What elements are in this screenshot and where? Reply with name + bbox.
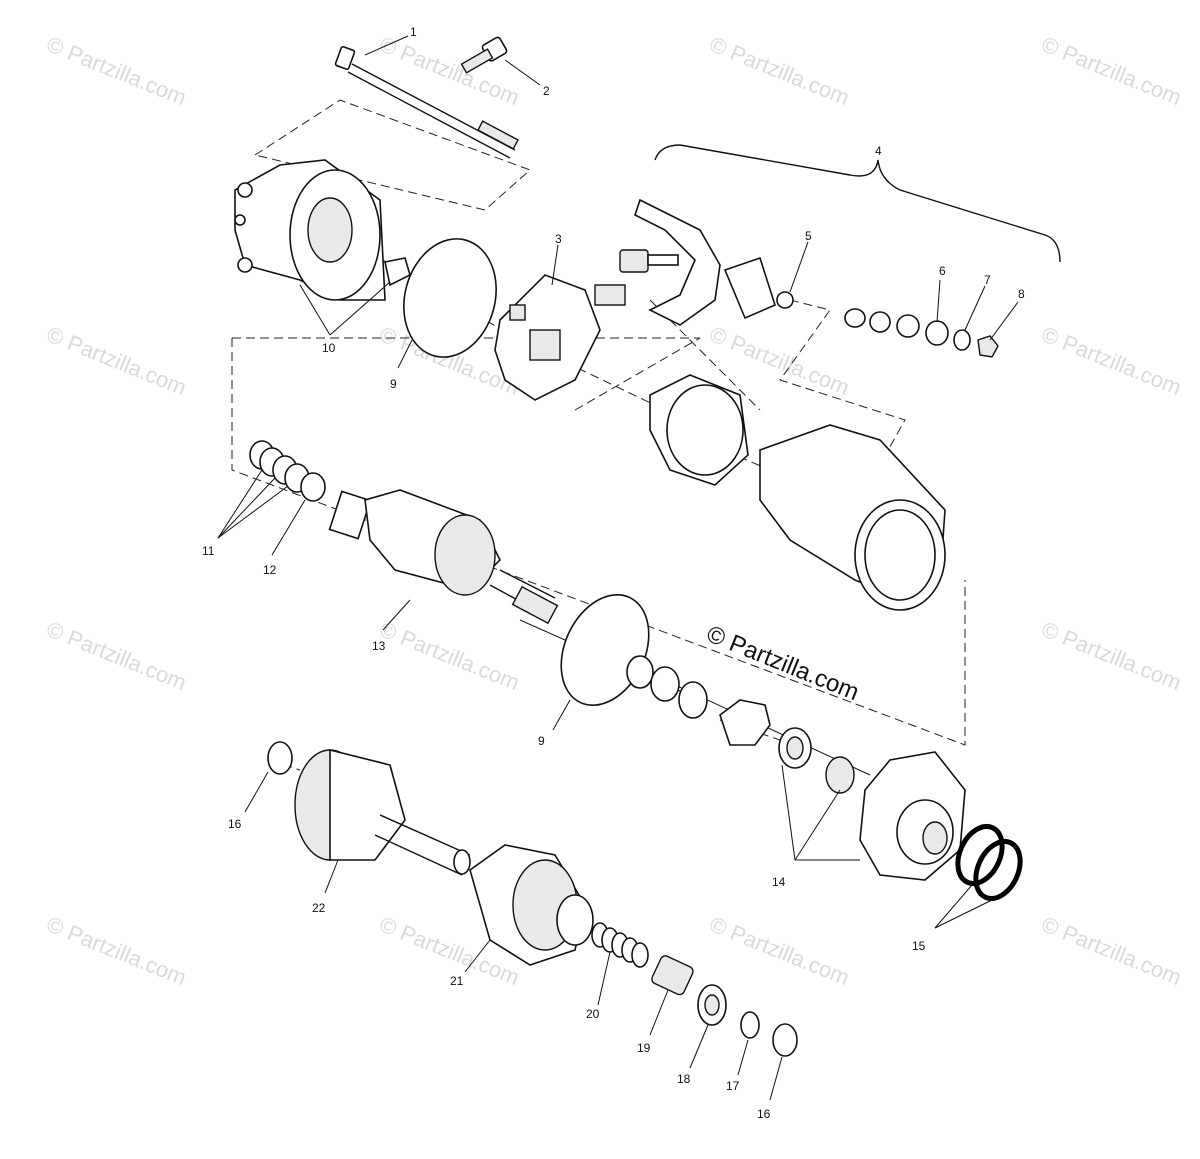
small-o-ring xyxy=(776,291,794,309)
callout-4: 4 xyxy=(875,144,882,158)
brush-holder-plate xyxy=(494,274,601,401)
callout-14: 14 xyxy=(772,875,786,889)
kit-bracket xyxy=(654,144,1061,263)
bushing xyxy=(651,955,694,996)
center-watermark: © Partzilla.com xyxy=(703,621,863,707)
callout-5: 5 xyxy=(805,229,812,243)
front-end-cover xyxy=(859,751,966,881)
callout-16-left: 16 xyxy=(228,817,242,831)
watermark-text: © Partzilla.com xyxy=(43,616,190,695)
callout-9-upper: 9 xyxy=(390,377,397,391)
callout-19: 19 xyxy=(637,1041,651,1055)
brush-holder-sleeve xyxy=(649,374,749,486)
callout-22: 22 xyxy=(312,901,326,915)
callout-3: 3 xyxy=(555,232,562,246)
watermark-text: © Partzilla.com xyxy=(1038,31,1185,110)
o-ring-lower xyxy=(560,593,650,707)
callout-16-right: 16 xyxy=(757,1107,771,1121)
clutch-gear xyxy=(469,844,594,966)
callout-7: 7 xyxy=(984,273,991,287)
callout-1: 1 xyxy=(410,25,417,39)
callout-13: 13 xyxy=(372,639,386,653)
through-bolt xyxy=(334,45,519,159)
watermark-text: © Partzilla.com xyxy=(1038,911,1185,990)
armature xyxy=(328,489,559,625)
callout-8: 8 xyxy=(1018,287,1025,301)
callout-21: 21 xyxy=(450,974,464,988)
rear-end-cover xyxy=(234,159,411,301)
o-ring-15a xyxy=(955,824,1005,886)
bearings xyxy=(778,727,855,794)
washer-stack xyxy=(844,308,999,358)
thrust-washer-right xyxy=(772,1023,798,1057)
callout-10: 10 xyxy=(322,341,336,355)
callout-17: 17 xyxy=(726,1079,740,1093)
snap-ring xyxy=(740,1011,760,1039)
callout-15: 15 xyxy=(912,939,926,953)
o-ring-15b xyxy=(973,839,1023,901)
o-ring-upper xyxy=(403,238,497,358)
pinion-spring xyxy=(591,922,649,968)
watermark-text: © Partzilla.com xyxy=(43,321,190,400)
watermark-text: © Partzilla.com xyxy=(43,31,190,110)
thrust-washer-left xyxy=(267,741,293,775)
callout-2: 2 xyxy=(543,84,550,98)
callout-6: 6 xyxy=(939,264,946,278)
oil-seal-inner xyxy=(704,994,720,1016)
callout-9-lower: 9 xyxy=(538,734,545,748)
watermark-text: © Partzilla.com xyxy=(706,321,853,400)
watermark-text: © Partzilla.com xyxy=(1038,616,1185,695)
callout-12: 12 xyxy=(263,563,277,577)
brush-set xyxy=(594,198,776,326)
washer-12 xyxy=(300,472,326,502)
leader-lines xyxy=(217,35,1019,1101)
callout-20: 20 xyxy=(586,1007,600,1021)
callout-11: 11 xyxy=(202,544,215,558)
watermark-text: © Partzilla.com xyxy=(43,911,190,990)
brush-springs xyxy=(249,440,310,493)
front-washers xyxy=(626,655,771,746)
callout-labels: 1 2 3 4 5 6 7 8 9 10 11 12 13 9 14 15 16… xyxy=(202,25,1025,1121)
watermark-text: © Partzilla.com xyxy=(706,31,853,110)
watermark-text: © Partzilla.com xyxy=(1038,321,1185,400)
callout-18: 18 xyxy=(677,1072,691,1086)
watermark-text: © Partzilla.com xyxy=(376,616,523,695)
short-bolt xyxy=(460,36,508,74)
gear-shaft xyxy=(294,748,471,876)
motor-yoke xyxy=(759,424,946,611)
watermark-text: © Partzilla.com xyxy=(706,911,853,990)
